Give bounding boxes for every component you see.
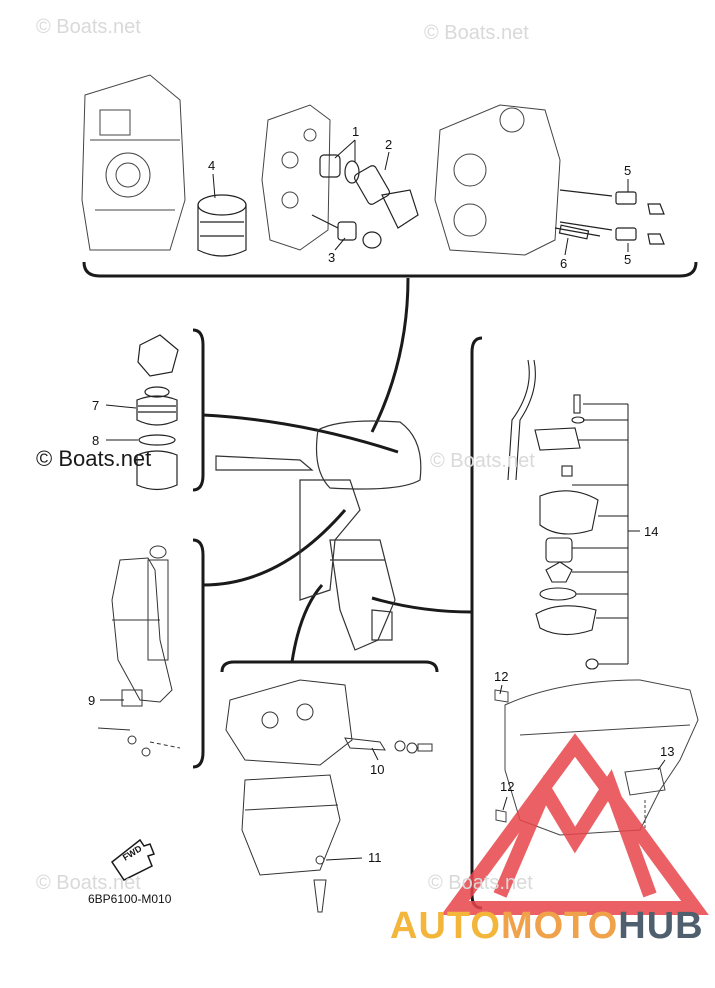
- diagram-code: 6BP6100-M010: [88, 892, 172, 906]
- top-group-bracket: [82, 261, 698, 278]
- leader-12a: [499, 684, 503, 695]
- callout-7: 7: [92, 398, 100, 413]
- watermark-mid-right: © Boats.net: [430, 450, 535, 472]
- watermark-large: © Boats.net: [36, 446, 152, 471]
- fuel-pump-parts: [97, 545, 181, 757]
- callout-12b: 12: [500, 779, 515, 794]
- callout-14: 14: [644, 524, 659, 539]
- callout-2: 2: [385, 137, 393, 152]
- brand-part-1: AUTO: [390, 905, 501, 947]
- callout-13: 13: [660, 744, 675, 759]
- watermark-bottom-right: © Boats.net: [428, 872, 533, 894]
- connector-right: [371, 596, 473, 614]
- left-top-bracket: [192, 328, 205, 492]
- watermark-top-right: © Boats.net: [424, 22, 529, 44]
- leader-2: [384, 151, 390, 171]
- connector-left-top: [202, 413, 399, 454]
- engine-block-left: [81, 74, 186, 251]
- oil-pan-parts: [225, 679, 433, 913]
- fwd-arrow-icon: [110, 838, 155, 881]
- cylinder-block-right: [434, 104, 561, 256]
- cylinder-head-middle: [261, 104, 331, 251]
- connector-bottom: [290, 584, 324, 663]
- callout-9: 9: [88, 693, 96, 708]
- bottom-center-bracket: [220, 660, 439, 673]
- right-leader-lines: [572, 403, 640, 665]
- leader-7: [105, 404, 137, 409]
- callout-5a: 5: [624, 163, 632, 178]
- leader-13: [657, 759, 666, 771]
- oil-filter: [197, 194, 247, 257]
- anodes-spark-plug: [554, 189, 665, 245]
- callout-8: 8: [92, 433, 100, 448]
- leader-10: [371, 747, 379, 761]
- outboard-motor-illustration: [215, 420, 422, 651]
- callout-5b: 5: [624, 252, 632, 267]
- water-pump-parts: [507, 359, 599, 670]
- leader-3: [334, 237, 346, 251]
- leader-11: [325, 857, 363, 861]
- fuel-filter-parts: [136, 334, 179, 491]
- connector-left-bottom: [202, 509, 347, 587]
- brand-part-3: HUB: [618, 905, 704, 947]
- callout-10: 10: [370, 762, 385, 777]
- leader-12b: [502, 796, 508, 811]
- right-bracket: [470, 336, 483, 910]
- thermostat-parts: [311, 154, 419, 249]
- watermark-bottom-left: © Boats.net: [36, 872, 141, 894]
- leader-1a: [334, 139, 356, 159]
- callout-12a: 12: [494, 669, 509, 684]
- brand-logo-triangle-icon: [441, 733, 709, 915]
- left-bottom-bracket: [192, 538, 205, 769]
- callout-4: 4: [208, 158, 216, 173]
- watermark-top-left: © Boats.net: [36, 16, 141, 38]
- callout-3: 3: [328, 250, 336, 265]
- leader-6: [564, 237, 569, 256]
- leader-4: [212, 173, 216, 199]
- connector-top: [370, 277, 410, 433]
- callout-6: 6: [560, 256, 568, 271]
- brand-wordmark: AUTOMOTOHUB: [390, 905, 704, 948]
- brand-part-2: MOTO: [500, 905, 619, 947]
- callout-11: 11: [368, 850, 382, 865]
- callout-1: 1: [352, 124, 360, 139]
